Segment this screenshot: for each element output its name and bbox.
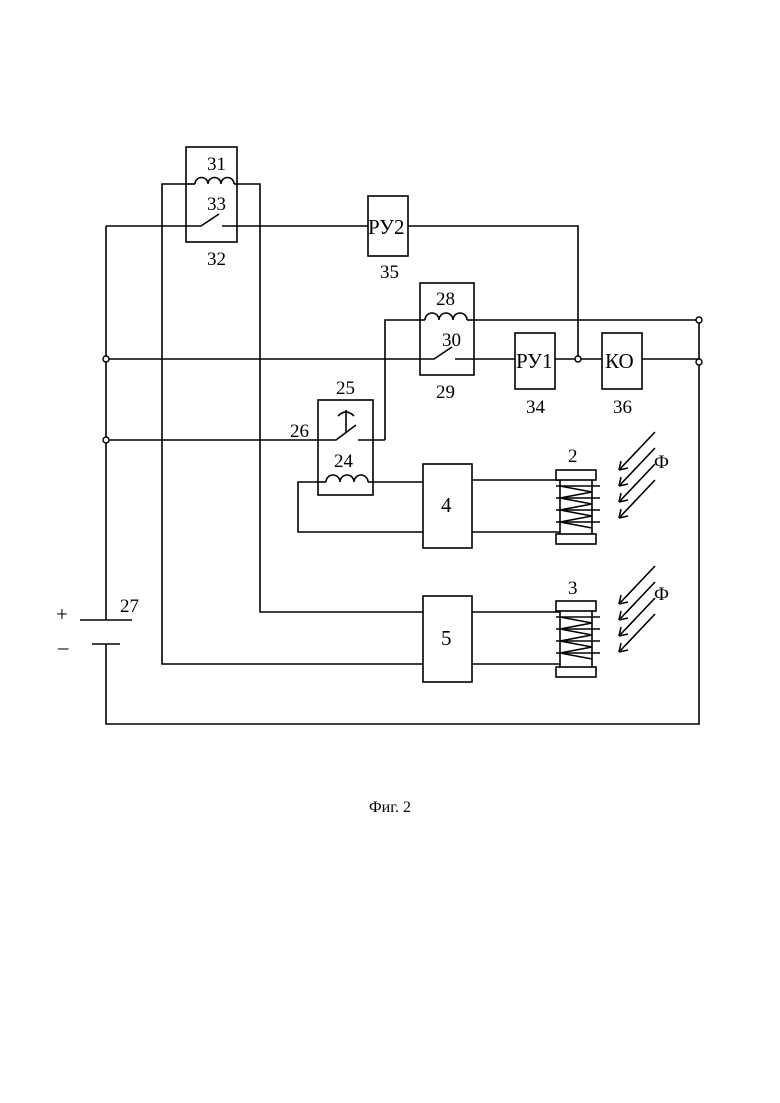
relay-25 [318,400,373,495]
wire-left-rail [106,226,699,724]
label-29: 29 [436,382,455,403]
wire-block5-sensor3 [472,612,560,664]
wire-top [106,226,578,359]
label-ko: КО [605,349,634,373]
label-phi-top: Ф [654,452,669,473]
label-31: 31 [207,154,226,175]
label-2: 2 [568,446,578,467]
battery-27 [80,620,132,644]
label-30: 30 [442,330,461,351]
label-minus: – [57,635,69,659]
label-5: 5 [441,626,452,650]
sensor-3-winding [560,611,592,667]
sensor-3 [556,601,600,677]
label-34: 34 [526,397,546,418]
light-arrows-bottom [619,566,655,652]
label-26: 26 [290,421,309,442]
label-plus: + [56,602,68,626]
figure-caption: Фиг. 2 [369,799,411,816]
label-33: 33 [207,194,226,215]
sensor-2 [556,470,600,544]
label-36: 36 [613,397,632,418]
label-ru2: РУ2 [368,215,405,239]
label-25: 25 [336,378,355,399]
label-phi-bottom: Ф [654,584,669,605]
label-32: 32 [207,249,226,270]
wires [106,184,699,724]
label-4: 4 [441,493,452,517]
label-24: 24 [334,451,354,472]
sensor-2-winding [560,480,592,534]
label-27: 27 [120,596,139,617]
label-35: 35 [380,262,399,283]
wire-block4-sensor2 [472,480,560,532]
light-arrows-top [619,432,655,518]
label-28: 28 [436,289,455,310]
label-ru1: РУ1 [516,349,553,373]
label-3: 3 [568,578,578,599]
